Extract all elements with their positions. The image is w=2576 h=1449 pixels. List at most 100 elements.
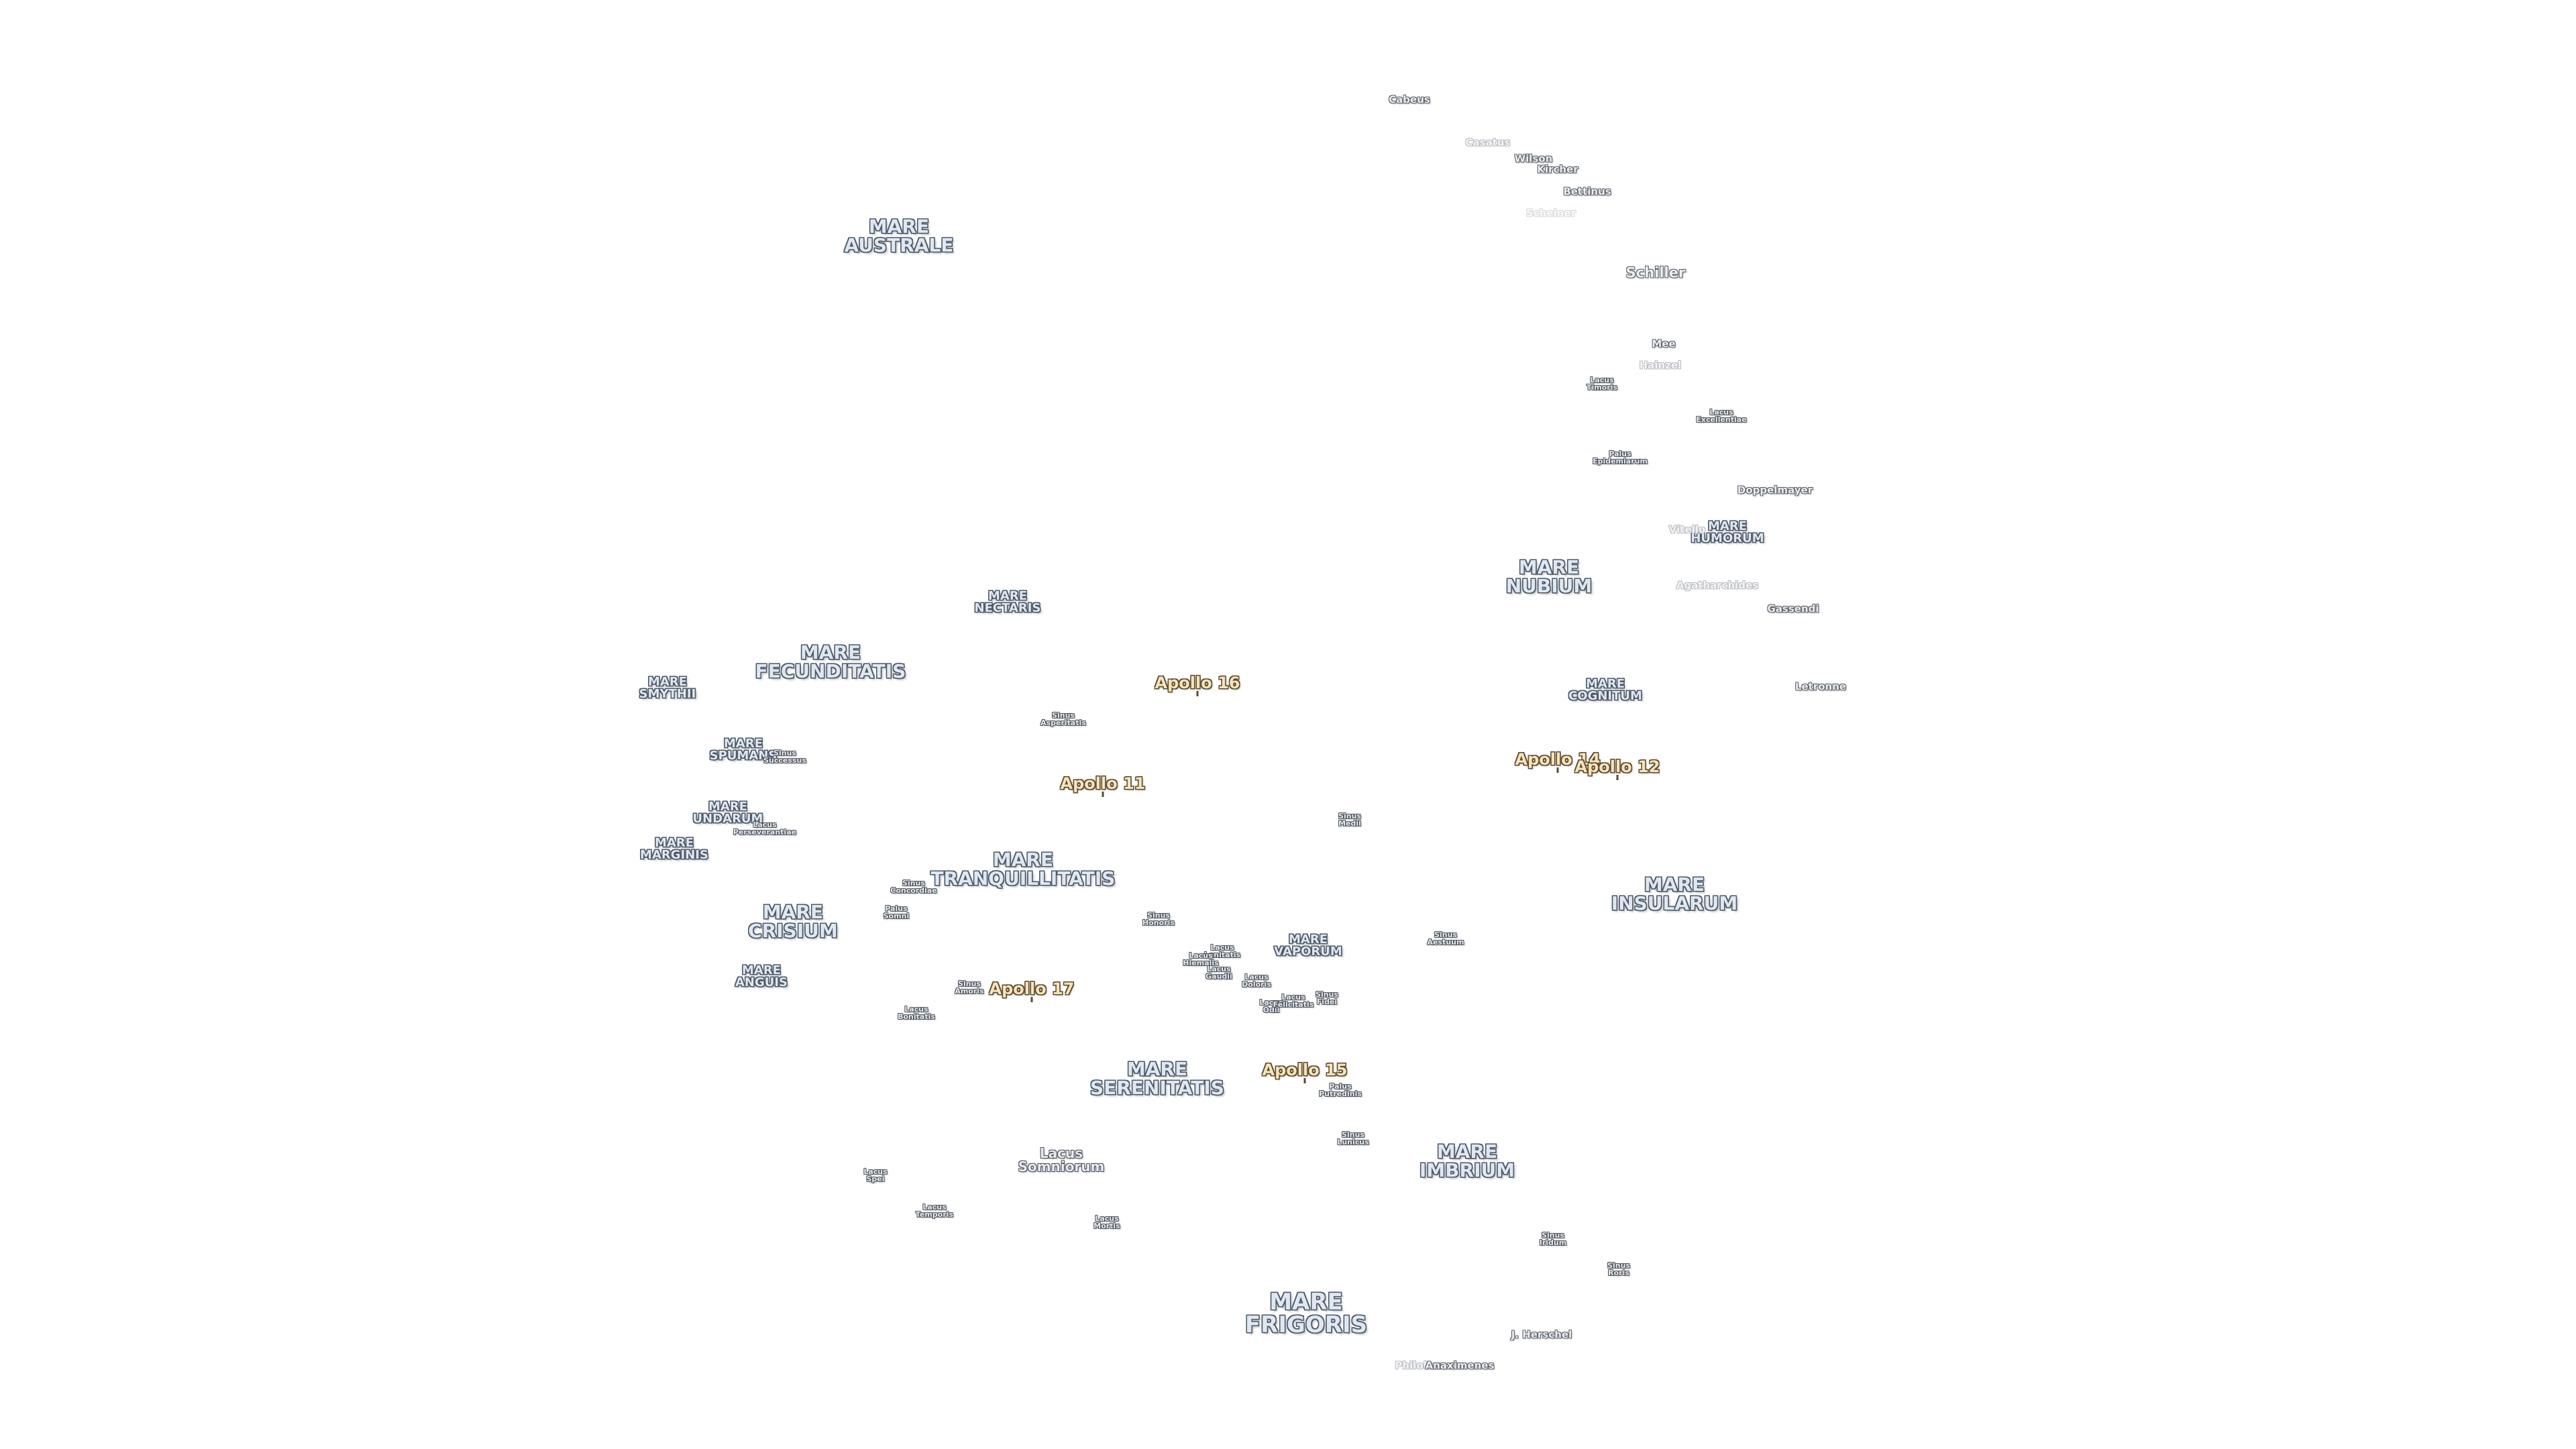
sinus-amoris-label[interactable]: Sinus Amoris [955, 980, 983, 995]
lacus-felicitatis-text: Lacus Felicitatis [1273, 993, 1314, 1009]
mare-marginis-text: MARE MARGINIS [640, 836, 708, 862]
mare-marginis-label[interactable]: MARE MARGINIS [640, 837, 708, 861]
lacus-odii-text: Lacus Odii [1259, 998, 1283, 1014]
lacus-perseverantiae-label[interactable]: Lacus Perseverantiae [733, 821, 796, 836]
sinus-medii-label[interactable]: Sinus Medii [1338, 812, 1361, 827]
lacus-excellentiae-label[interactable]: Lacus Excellentiae [1696, 409, 1746, 423]
crater-doppelmayer-label[interactable]: Doppelmayer [1737, 485, 1813, 496]
mare-humorum-label[interactable]: MARE HUMORUM [1690, 521, 1764, 545]
mare-imbrium-label[interactable]: MARE IMBRIUM [1419, 1142, 1515, 1180]
lacus-bonitatis-label[interactable]: Lacus Bonitatis [898, 1006, 935, 1020]
mare-crisium-label[interactable]: MARE CRISIUM [748, 903, 838, 941]
mare-australe-label[interactable]: MARE AUSTRALE [844, 217, 953, 255]
mare-nectaris-text: MARE NECTARIS [974, 589, 1041, 615]
lacus-doloris-text: Lacus Doloris [1242, 973, 1271, 989]
crater-bettinus-label[interactable]: Bettinus [1563, 185, 1611, 198]
lacus-somniorum-text: Lacus Somniorum [1018, 1145, 1105, 1175]
crater-schiller-label[interactable]: Schiller [1626, 266, 1686, 280]
mare-nubium-label[interactable]: MARE NUBIUM [1506, 558, 1593, 596]
mare-smythii-label[interactable]: MARE SMYTHII [639, 676, 696, 700]
mare-spumans-label[interactable]: MARE SPUMANS [710, 738, 777, 762]
mare-anguis-text: MARE ANGUIS [735, 963, 788, 989]
lacus-spei-text: Lacus Spei [863, 1167, 888, 1183]
landing-site-marker [1616, 775, 1619, 780]
mare-smythii-text: MARE SMYTHII [639, 675, 696, 701]
palus-somni-label[interactable]: Palus Somni [883, 905, 910, 920]
crater-gassendi-label[interactable]: Gassendi [1767, 604, 1819, 614]
crater-hainzel-label[interactable]: Hainzel [1640, 360, 1682, 371]
crater-philolaus-label[interactable]: Philolaus [1395, 1359, 1447, 1372]
crater-casatus-label[interactable]: Casatus [1466, 138, 1511, 148]
apollo-15-label[interactable]: Apollo 15 [1263, 1062, 1347, 1083]
crater-vitello-label[interactable]: Vitello [1669, 525, 1705, 535]
sinus-aestuum-label[interactable]: Sinus Aestuum [1428, 931, 1464, 946]
lacus-gaudii-label[interactable]: Lacus Gaudii [1205, 965, 1232, 980]
mare-frigoris-label[interactable]: MARE FRIGORIS [1245, 1291, 1367, 1336]
mare-undarum-text: MARE UNDARUM [692, 800, 763, 826]
lacus-hiemalis-label[interactable]: Lacus Hiemalis [1183, 952, 1218, 967]
sinus-successus-label[interactable]: Sinus Successus [763, 749, 806, 764]
mare-spumans-text: MARE SPUMANS [709, 737, 777, 763]
crater-wilson-label[interactable]: Wilson [1515, 154, 1553, 164]
mare-serenitatis-text: MARE SERENITATIS [1090, 1058, 1224, 1099]
palus-epidemiarum-label[interactable]: Palus Epidemiarum [1593, 450, 1648, 465]
lacus-mortis-label[interactable]: Lacus Mortis [1093, 1215, 1120, 1230]
mare-humorum-text: MARE HUMORUM [1690, 519, 1764, 545]
sinus-honoris-text: Sinus Honoris [1142, 911, 1175, 927]
lacus-felicitatis-label[interactable]: Lacus Felicitatis [1273, 994, 1314, 1008]
sinus-asperitatis-label[interactable]: Sinus Asperitatis [1040, 712, 1086, 727]
mare-fecunditatis-text: MARE FECUNDITATIS [755, 641, 906, 682]
sinus-lunicus-label[interactable]: Sinus Lunicus [1337, 1131, 1368, 1146]
crater-mee-label[interactable]: Mee [1652, 339, 1675, 350]
lacus-somniorum-label[interactable]: Lacus Somniorum [1018, 1146, 1105, 1173]
mare-cognitum-label[interactable]: MARE COGNITUM [1568, 678, 1642, 702]
sinus-asperitatis-text: Sinus Asperitatis [1040, 711, 1086, 727]
mare-vaporum-label[interactable]: MARE VAPORUM [1274, 934, 1342, 958]
crater-agatharchides-label[interactable]: Agatharchides [1676, 580, 1758, 591]
crater-cabeus-label[interactable]: Cabeus [1389, 95, 1430, 105]
lacus-excellentiae-text: Lacus Excellentiae [1696, 408, 1747, 424]
crater-schiller-text: Schiller [1625, 264, 1686, 281]
crater-philolaus-text: Philolaus [1395, 1359, 1447, 1372]
crater-kircher-text: Kircher [1537, 163, 1578, 176]
lacus-mortis-text: Lacus Mortis [1093, 1214, 1120, 1230]
crater-scheiner-label[interactable]: Scheiner [1526, 208, 1576, 219]
lacus-odii-label[interactable]: Lacus Odii [1259, 999, 1283, 1014]
sinus-concordiae-label[interactable]: Sinus Concordiae [890, 879, 937, 894]
apollo-16-text: Apollo 16 [1155, 674, 1240, 692]
sinus-fidei-text: Sinus Fidei [1316, 990, 1338, 1006]
crater-j-herschel-label[interactable]: J. Herschel [1511, 1330, 1572, 1340]
mare-anguis-label[interactable]: MARE ANGUIS [735, 965, 788, 989]
sinus-honoris-label[interactable]: Sinus Honoris [1142, 912, 1175, 926]
crater-anaximenes-text: Anaximenes [1425, 1359, 1495, 1372]
apollo-17-text: Apollo 17 [989, 979, 1075, 998]
sinus-roris-label[interactable]: Sinus Roris [1607, 1262, 1630, 1277]
crater-anaximenes-label[interactable]: Anaximenes [1425, 1359, 1495, 1372]
lacus-spei-label[interactable]: Lacus Spei [863, 1168, 887, 1183]
lacus-timoris-label[interactable]: Lacus Timoris [1587, 376, 1617, 391]
lacus-temporis-label[interactable]: Lacus Temporis [916, 1203, 953, 1218]
mare-fecunditatis-label[interactable]: MARE FECUNDITATIS [755, 643, 906, 681]
palus-putredinis-label[interactable]: Palus Putredinis [1319, 1083, 1362, 1097]
crater-letronne-label[interactable]: Letronne [1795, 682, 1846, 692]
crater-kircher-label[interactable]: Kircher [1537, 163, 1578, 176]
sinus-concordiae-text: Sinus Concordiae [890, 879, 937, 895]
mare-nectaris-label[interactable]: MARE NECTARIS [975, 590, 1041, 614]
sinus-iridum-label[interactable]: Sinus Iridum [1540, 1232, 1566, 1246]
apollo-14-label[interactable]: Apollo 14 [1515, 751, 1600, 773]
mare-undarum-label[interactable]: MARE UNDARUM [693, 801, 763, 825]
lacus-temporis-text: Lacus Temporis [915, 1203, 954, 1219]
mare-insularum-label[interactable]: MARE INSULARUM [1611, 875, 1737, 913]
sinus-fidei-label[interactable]: Sinus Fidei [1316, 991, 1338, 1006]
lacus-doloris-label[interactable]: Lacus Doloris [1242, 973, 1271, 988]
apollo-11-label[interactable]: Apollo 11 [1061, 775, 1145, 797]
crater-vitello-text: Vitello [1668, 523, 1706, 536]
apollo-17-label[interactable]: Apollo 17 [989, 979, 1075, 1002]
apollo-12-label[interactable]: Apollo 12 [1575, 759, 1660, 780]
crater-bettinus-text: Bettinus [1563, 185, 1611, 198]
lacus-lenitatis-label[interactable]: Lacus Lenitatis [1204, 944, 1240, 959]
apollo-16-label[interactable]: Apollo 16 [1155, 675, 1240, 696]
mare-tranquillitatis-label[interactable]: MARE TRANQUILLITATIS [931, 851, 1116, 888]
mare-serenitatis-label[interactable]: MARE SERENITATIS [1090, 1060, 1224, 1097]
crater-gassendi-text: Gassendi [1767, 602, 1819, 615]
